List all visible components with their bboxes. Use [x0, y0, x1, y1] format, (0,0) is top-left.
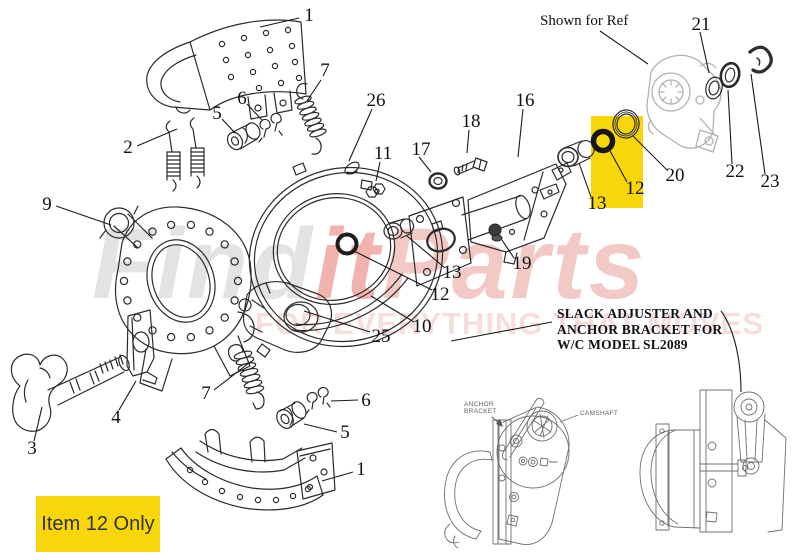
part-label-10: 10 [412, 316, 432, 337]
inset-anchor-bracket-label: ANCHOR BRACKET [464, 401, 497, 415]
slack-adjuster-note-line2: ANCHOR BRACKET FOR [557, 321, 723, 337]
inset-anchor-bracket-label-line1: ANCHOR [464, 401, 494, 408]
spring-clips-top-drawing [258, 112, 283, 143]
camshaft-bracket-16-drawing [408, 162, 572, 287]
shown-for-ref-note: Shown for Ref [540, 13, 629, 29]
slack-adjuster-note-line1: SLACK ADJUSTER AND [557, 306, 713, 321]
part-label-23: 23 [760, 171, 780, 192]
leader-lines [33, 17, 766, 482]
brake-shoe-top-drawing [146, 19, 307, 120]
part-label-13-right: 13 [587, 193, 607, 214]
part-label-1-lower: 1 [356, 459, 366, 480]
part-label-11: 11 [373, 143, 393, 164]
inset-slack-adjuster-diagram [639, 389, 787, 533]
nut-11-drawing [365, 183, 386, 198]
part-label-1-top: 1 [304, 5, 314, 26]
washer-21-drawing [705, 76, 723, 100]
part-label-4: 4 [111, 407, 121, 428]
part-label-18: 18 [461, 111, 481, 132]
part-label-21: 21 [691, 14, 711, 35]
shoe-spring-top-drawing [294, 82, 327, 155]
brake-shoe-lower-drawing [165, 428, 336, 511]
dust-shield-drawing [248, 162, 444, 358]
o-ring-12-drawing [590, 128, 616, 154]
spring-clips-lower-drawing [305, 387, 331, 415]
washer-17-drawing [428, 172, 448, 190]
inset-anchor-bracket-diagram [444, 398, 579, 549]
part-label-19: 19 [512, 253, 532, 274]
part-label-22: 22 [725, 161, 745, 182]
roller-top-drawing [226, 122, 261, 151]
part-label-7-top: 7 [320, 60, 330, 81]
washer-22-drawing [719, 61, 741, 89]
return-springs-drawing [165, 117, 205, 192]
part-label-20: 20 [665, 165, 685, 186]
part-label-5-lower: 5 [340, 422, 350, 443]
camshaft-drawing [10, 353, 130, 432]
part-label-5-top: 5 [212, 103, 222, 124]
slack-adjuster-note-line3: W/C MODEL SL2089 [557, 337, 688, 352]
item-12-only-callout: Item 12 Only [36, 496, 160, 552]
snap-ring-drawing [748, 45, 773, 74]
roller-lower-drawing [276, 401, 307, 429]
part-label-16: 16 [515, 90, 535, 111]
inset-anchor-bracket-label-line2: BRACKET [464, 408, 497, 415]
part-label-2: 2 [123, 137, 133, 158]
part-label-26: 26 [366, 90, 386, 111]
part-label-7-lower: 7 [201, 383, 211, 404]
part-label-13-center: 13 [442, 262, 462, 283]
part-label-25: 25 [371, 326, 391, 347]
anchor-bracket-25-drawing [242, 281, 333, 353]
reference-cam-head-drawing [646, 54, 722, 153]
plug-19-drawing [488, 223, 503, 242]
shoe-spring-lower-drawing [227, 344, 265, 410]
bushing-right-drawing [557, 139, 595, 168]
watermark-tagline: FOR EVERYTHING THAT MOVES [255, 306, 764, 341]
bushing-center-drawing [383, 218, 415, 240]
wear-plate-drawing [126, 309, 158, 385]
seal-20-drawing [612, 109, 640, 139]
part-label-6-top: 6 [237, 88, 247, 109]
item-12-only-text: Item 12 Only [41, 512, 155, 535]
watermark-it: it [315, 208, 383, 320]
part-label-9: 9 [42, 194, 52, 215]
bolt-18-drawing [453, 157, 488, 176]
part-label-6-lower: 6 [361, 390, 371, 411]
part-label-12-center: 12 [430, 284, 450, 305]
slack-adjuster-note: SLACK ADJUSTER AND ANCHOR BRACKET FOR W/… [557, 306, 722, 353]
part-label-12-highlighted: 12 [625, 178, 645, 199]
part-label-3: 3 [27, 438, 37, 459]
inset-camshaft-label: CAMSHAFT [580, 410, 619, 417]
part-label-17: 17 [411, 139, 431, 160]
